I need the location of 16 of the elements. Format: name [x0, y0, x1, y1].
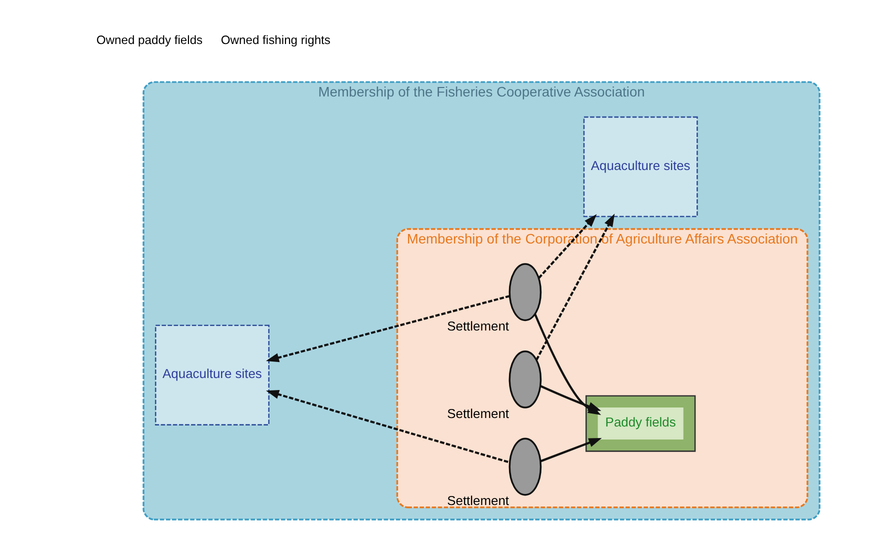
arrow	[265, 295, 510, 362]
arrow	[535, 214, 614, 360]
arrow	[540, 438, 602, 462]
node-label: Settlement	[446, 318, 509, 334]
arrow	[265, 390, 510, 464]
node-ellipse	[508, 438, 542, 496]
arrow	[539, 385, 601, 411]
legend-label: Owned paddy fields	[96, 33, 202, 48]
node-label: Settlement	[446, 493, 509, 508]
node-box: Aquaculture sites	[154, 324, 269, 426]
node-box: Paddy fields	[597, 408, 683, 440]
node-ellipse	[508, 263, 542, 322]
node-box: Aquaculture sites	[582, 116, 698, 218]
node-label: Settlement	[446, 406, 509, 421]
node-ellipse	[508, 350, 542, 408]
legend-label: Owned fishing rights	[220, 33, 330, 48]
